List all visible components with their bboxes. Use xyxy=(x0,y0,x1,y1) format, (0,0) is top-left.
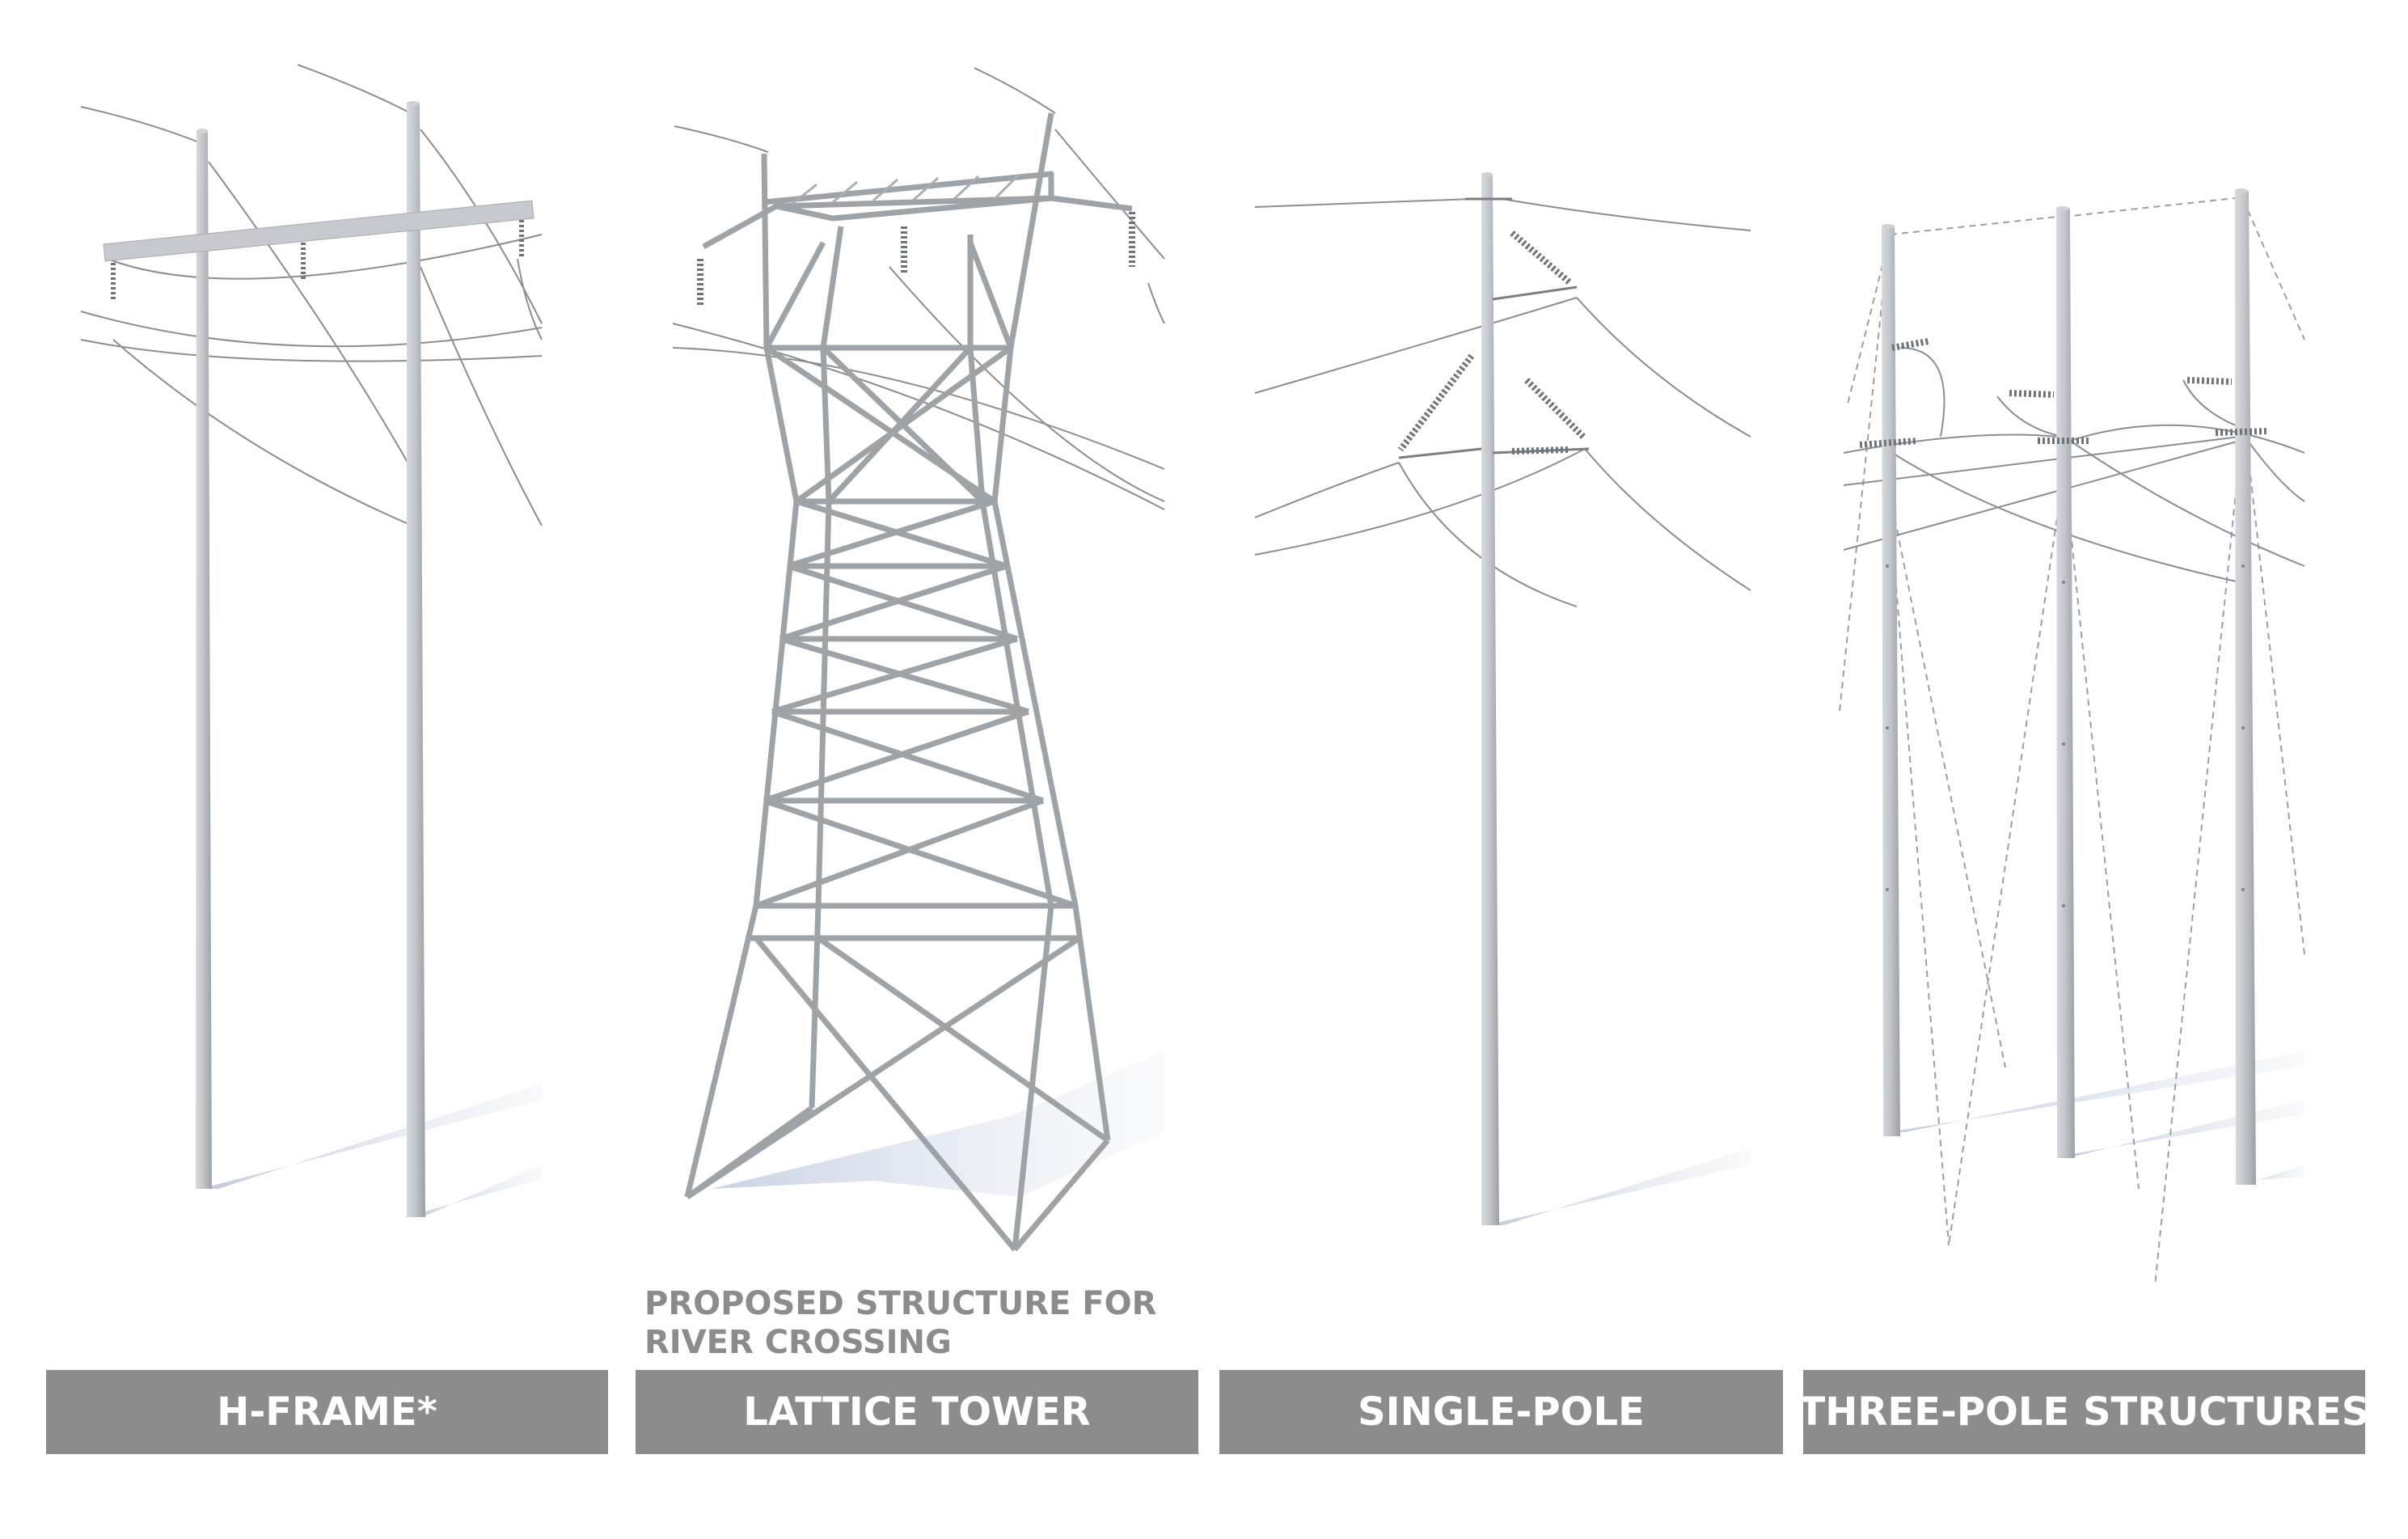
label-single-pole: SINGLE-POLE xyxy=(1219,1370,1783,1454)
lattice-tower-illustration xyxy=(672,67,1165,1252)
label-h-frame: H-FRAME* xyxy=(46,1370,608,1454)
river-crossing-note: PROPOSED STRUCTURE FOR RIVER CROSSING xyxy=(644,1284,1156,1362)
note-line-2: RIVER CROSSING xyxy=(644,1324,952,1361)
h-frame-pole-illustration xyxy=(80,64,543,1217)
label-three-pole-structures: THREE-POLE STRUCTURES xyxy=(1799,1370,2369,1454)
note-line-1: PROPOSED STRUCTURE FOR xyxy=(644,1285,1157,1322)
three-pole-illustration xyxy=(1839,188,2305,1287)
single-pole-illustration xyxy=(1254,172,1751,1225)
label-lattice-tower: LATTICE TOWER xyxy=(636,1370,1198,1454)
